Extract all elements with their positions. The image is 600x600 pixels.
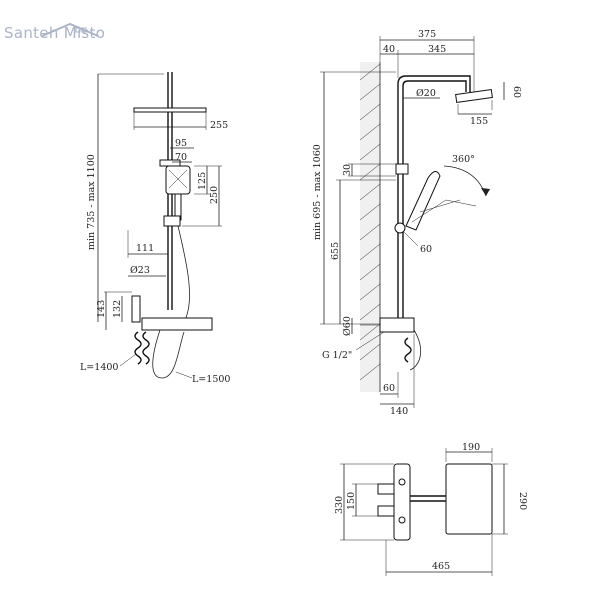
dim-head-height: 60 bbox=[511, 86, 522, 98]
dim-handset-h1: 125 bbox=[197, 172, 208, 190]
dim-total-reach: 375 bbox=[418, 29, 436, 40]
brand-name: Santeh Misto bbox=[4, 24, 106, 42]
dim-wall-offset: 40 bbox=[383, 44, 395, 55]
dim-span-465: 465 bbox=[432, 561, 450, 572]
dim-holder-30: 30 bbox=[342, 164, 353, 176]
dim-hose-1: L=1400 bbox=[80, 362, 118, 373]
dim-150: 150 bbox=[346, 492, 357, 510]
dim-head-width: 155 bbox=[470, 116, 488, 127]
dim-height-range: min 735 - max 1100 bbox=[86, 154, 97, 250]
dim-handset-w1: 95 bbox=[175, 138, 187, 149]
dim-arm: 111 bbox=[136, 243, 154, 254]
dim-pipe-diameter: Ø20 bbox=[416, 88, 436, 99]
dim-bottom-140: 140 bbox=[390, 406, 408, 417]
dim-h143: 143 bbox=[96, 300, 107, 318]
dim-angle-60: 60 bbox=[420, 244, 432, 255]
dim-depth-290: 290 bbox=[517, 492, 528, 510]
dim-h655: 655 bbox=[330, 242, 341, 260]
dim-bottom-60: 60 bbox=[383, 383, 395, 394]
dim-head-190: 190 bbox=[462, 442, 480, 453]
dim-d60: Ø60 bbox=[342, 316, 353, 336]
dim-arm-reach: 345 bbox=[428, 44, 446, 55]
side-view: 375 40 345 155 60 Ø20 360° 30 bbox=[312, 29, 522, 417]
dim-h132: 132 bbox=[112, 300, 123, 318]
dim-rotation: 360° bbox=[452, 154, 475, 165]
brand-logo bbox=[2, 22, 132, 56]
dim-hose-2: L=1500 bbox=[192, 374, 230, 385]
dim-thread: G 1/2" bbox=[322, 350, 352, 361]
dim-height-range: min 695 - max 1060 bbox=[312, 144, 323, 240]
house-roof-icon bbox=[41, 22, 99, 37]
dim-330: 330 bbox=[334, 496, 345, 514]
dim-handset-w2: 70 bbox=[175, 152, 187, 163]
dim-head-width: 255 bbox=[210, 120, 228, 131]
top-view: 190 290 330 150 465 bbox=[334, 442, 528, 576]
front-view: 255 95 70 125 250 min 735 - max 1100 111 bbox=[80, 72, 230, 385]
dim-pipe-diameter: Ø23 bbox=[130, 265, 150, 276]
dim-handset-h2: 250 bbox=[209, 186, 220, 204]
